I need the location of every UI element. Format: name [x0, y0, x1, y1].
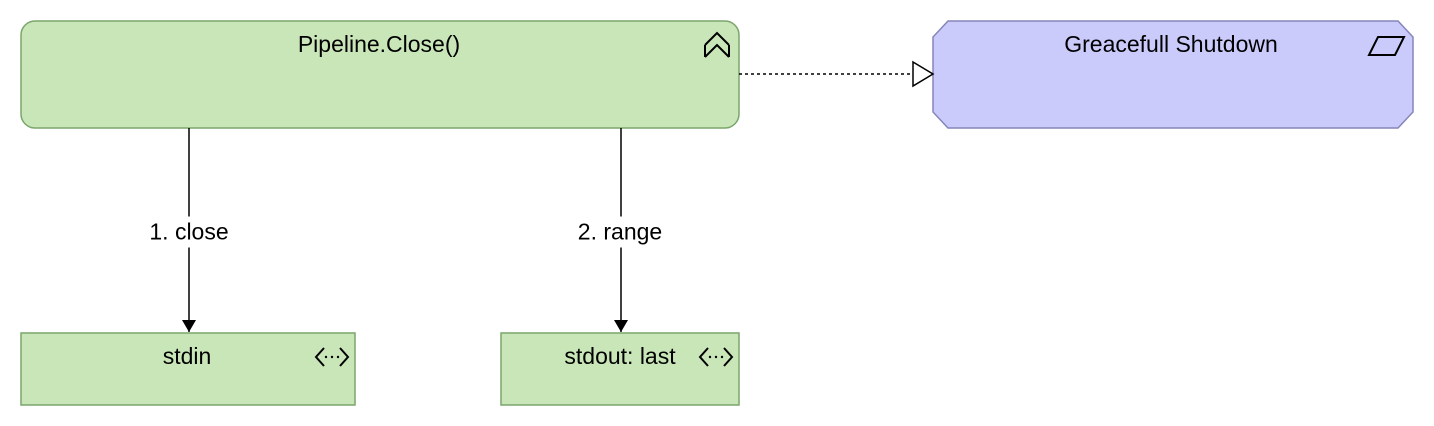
node-graceful-shutdown-label: Greacefull Shutdown	[1064, 31, 1278, 57]
node-pipeline-close-label: Pipeline.Close()	[297, 31, 461, 57]
node-stdin-shape	[20, 332, 356, 406]
node-stdin[interactable]	[20, 332, 356, 406]
node-graceful-shutdown-shape	[932, 20, 1414, 129]
process-chevron-icon	[704, 31, 730, 58]
node-stdout-last[interactable]	[500, 332, 740, 406]
edge-pipeline-to-shutdown[interactable]	[739, 60, 935, 88]
interface-arrows-icon	[314, 347, 350, 367]
node-graceful-shutdown[interactable]	[932, 20, 1414, 129]
interface-arrows-icon	[698, 347, 734, 367]
node-stdin-label: stdin	[162, 343, 212, 369]
hollow-triangle-arrowhead	[912, 60, 935, 88]
edge-label-close: 1. close	[147, 216, 231, 248]
parallelogram-icon	[1367, 36, 1406, 56]
edge-label-range: 2. range	[575, 216, 665, 248]
node-stdout-last-shape	[500, 332, 740, 406]
node-stdout-last-label: stdout: last	[564, 343, 676, 369]
